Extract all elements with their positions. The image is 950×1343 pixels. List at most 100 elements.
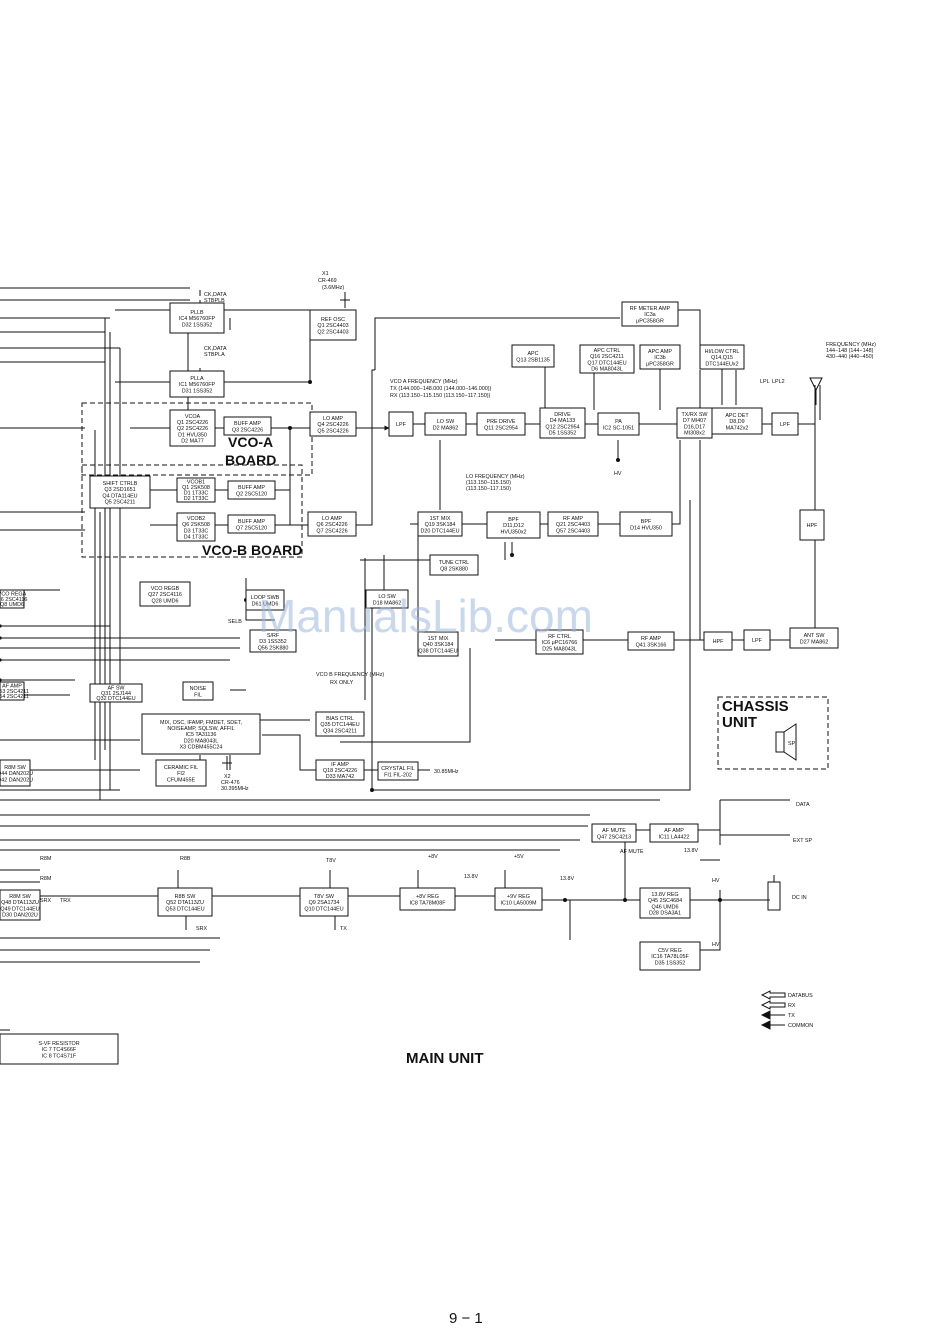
block-outline — [227, 514, 276, 534]
block-title: TX/RX SW — [681, 412, 708, 418]
block-lpf2: LPF — [743, 629, 771, 651]
block-outline — [0, 681, 25, 701]
note-label: 30.85MHz — [434, 769, 459, 775]
block-component: Q31 2SJ144 — [101, 691, 131, 697]
block-outline — [169, 409, 216, 447]
block-title: APC DET — [725, 413, 749, 419]
block-outline — [0, 889, 41, 921]
note-label: CR-476 — [221, 780, 240, 786]
block-outline — [182, 681, 214, 701]
block-title: LO SW — [437, 419, 455, 425]
block-outline — [157, 887, 213, 917]
block-component: Q5 2SC4211 — [105, 499, 136, 505]
block-component: D20 DTC144EU — [421, 528, 460, 534]
block-hpf-rx: HPF — [799, 509, 825, 541]
annotation-notes: X1CR-469(3.6MHz)CK,DATASTBPLBCK,DATASTBP… — [40, 271, 876, 948]
main-unit-label: MAIN UNIT — [406, 1050, 484, 1067]
note-label: CK,DATA — [204, 346, 227, 352]
block-component: IC 7 TC4S66F — [42, 1047, 77, 1053]
block-title: BUFF AMP — [234, 421, 261, 427]
block-component: Q19 3SK184 — [425, 522, 456, 528]
note-label: VCO B FREQUENCY (MHz) — [316, 672, 384, 678]
block-outline — [0, 1033, 119, 1065]
block-outline — [799, 509, 825, 541]
block-title: BPF — [641, 519, 652, 525]
block-component: Q5 2SC4226 — [317, 428, 348, 434]
block-outline — [417, 511, 463, 537]
note-label: 30.395MHz — [221, 786, 249, 792]
block-component: Q18 2SC4226 — [323, 768, 357, 774]
block-component: Q3 2SD1651 — [104, 487, 135, 493]
block-component: D5 1SS352 — [549, 430, 577, 436]
block-component: Q52 DTA113ZU — [166, 900, 204, 906]
block-component: Q6 2SK508 — [182, 522, 210, 528]
block-lpf-tx: LPF — [388, 411, 414, 437]
block-title: R8B SW — [175, 894, 197, 900]
block-title: VCO REGB — [151, 586, 180, 592]
block-title: S/RF — [267, 633, 280, 639]
block-component: Q49 DTC144EU — [0, 906, 39, 912]
block-title: LPF — [752, 638, 763, 644]
block-component: Q10 DTC144EU — [304, 906, 343, 912]
legend-label: RX — [788, 1003, 796, 1009]
note-label: 144−148 (144−148) — [826, 348, 874, 354]
block-component: D27 MA862 — [800, 639, 828, 645]
block-outline — [494, 887, 543, 911]
block-component: X3 CDBM455C24 — [180, 745, 223, 751]
block-outline — [315, 711, 365, 737]
block-component: FI1 FIL-202 — [384, 772, 412, 778]
block-component: D35 1SS352 — [655, 960, 686, 966]
note-label: R8M — [40, 876, 52, 882]
block-outline — [699, 344, 745, 370]
block-component: Q27 2SC4116 — [148, 592, 182, 598]
block-component: D30 DAN202U — [2, 912, 38, 918]
block-component: IC4 M56760FP — [179, 316, 216, 322]
note-label: STBPLB — [204, 298, 225, 304]
block-outline — [169, 370, 225, 398]
block-component: Q8 UMD6 — [0, 602, 24, 608]
block-component: D16,D17 — [684, 424, 705, 430]
block-title: SHIFT CTRLB — [103, 481, 138, 487]
legend-arrow-icon — [760, 1020, 785, 1030]
block-component: Q17 DTC144EU — [587, 360, 626, 366]
block-component: Q2 2SC4226 — [177, 426, 208, 432]
block-mix-ic: MIX, OSC, IFAMP, FMDET, SDET,NOISEAMP, S… — [141, 713, 261, 755]
note-label: RX (113.150−115.150 (113.150−117.150)) — [390, 393, 491, 399]
block-component: Q2 2SC4403 — [317, 329, 348, 335]
block-outline — [486, 511, 541, 539]
block-title: LOOP SWB — [251, 595, 280, 601]
block-title: C5V REG — [658, 948, 682, 954]
block-component: HVU350x2 — [500, 529, 526, 535]
note-label: +8V — [428, 854, 438, 860]
block-outline — [299, 887, 349, 917]
block-title: HPF — [807, 523, 818, 529]
block-component: Q3 2SC4226 — [232, 427, 263, 433]
vco-a-board-label-2: BOARD — [225, 452, 276, 468]
block-component: CFUM455E — [167, 777, 196, 783]
note-label: SRX — [196, 926, 207, 932]
block-title: HI/LOW CTRL — [705, 349, 740, 355]
block-outline — [511, 344, 555, 368]
block-component: Q46 UMD6 — [652, 904, 679, 910]
block-component: D3 1SS352 — [259, 639, 287, 645]
legend-arrow-icon — [760, 1010, 785, 1020]
block-component: Q14,Q15 — [711, 355, 733, 361]
note-label: +5V — [514, 854, 524, 860]
block-component: D25 MA8043L — [542, 646, 576, 652]
block-component: Q53 2SC4211 — [0, 689, 29, 695]
